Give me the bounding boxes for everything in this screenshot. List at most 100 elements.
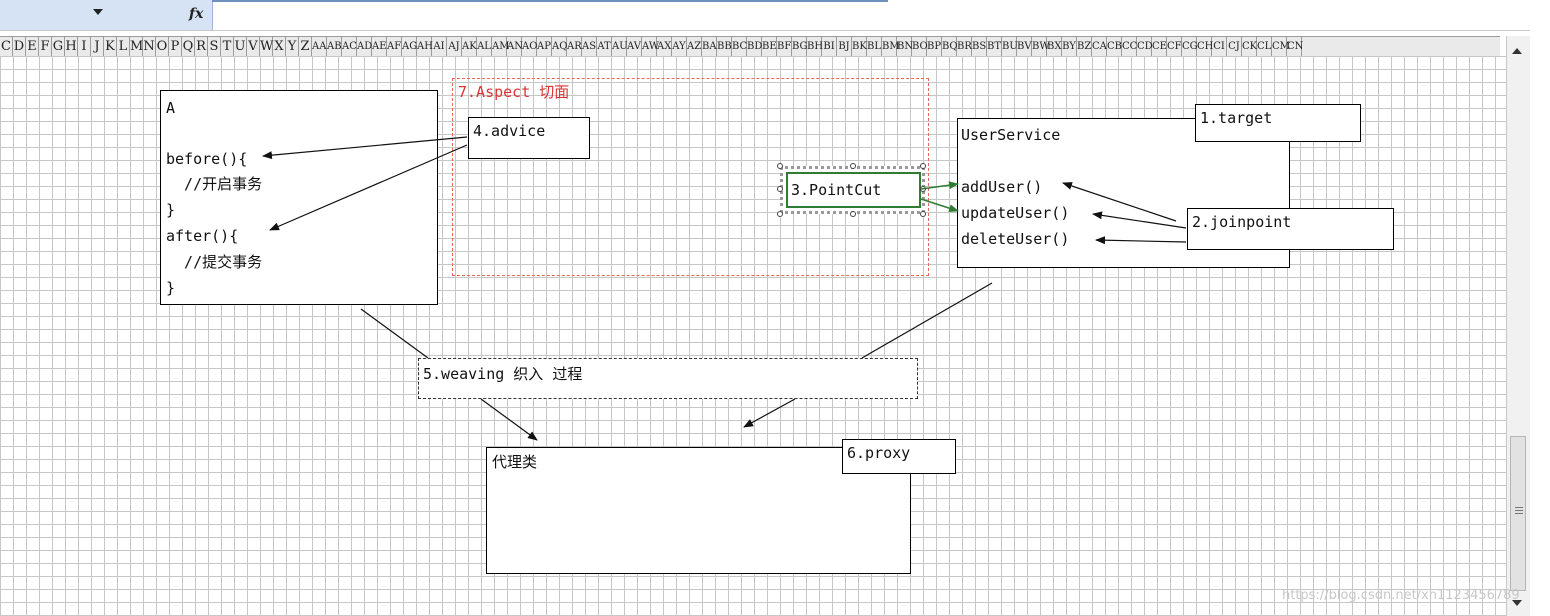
resize-handle[interactable] — [777, 163, 783, 169]
column-header[interactable]: CJ — [1227, 37, 1242, 56]
column-header[interactable]: AM — [492, 37, 509, 56]
column-header[interactable]: BF — [777, 37, 792, 56]
resize-handle[interactable] — [850, 211, 856, 217]
column-header[interactable]: AB — [327, 37, 342, 56]
column-header[interactable]: H — [65, 37, 78, 56]
column-header[interactable]: CM — [1272, 37, 1290, 56]
column-header[interactable]: F — [39, 37, 52, 56]
column-header[interactable]: AN — [507, 37, 523, 56]
column-header[interactable]: AQ — [552, 37, 567, 56]
column-header[interactable]: AU — [612, 37, 628, 56]
vertical-scrollbar[interactable] — [1506, 36, 1531, 616]
column-header[interactable]: CI — [1212, 37, 1227, 56]
column-header[interactable]: O — [156, 37, 169, 56]
pointcut-label[interactable]: 3.PointCut — [786, 172, 921, 208]
column-header[interactable]: AL — [477, 37, 492, 56]
column-header[interactable]: BQ — [942, 37, 958, 56]
column-header[interactable]: BR — [957, 37, 972, 56]
column-header[interactable]: AC — [342, 37, 357, 56]
advice-label[interactable]: 4.advice — [468, 117, 590, 159]
column-header[interactable]: AP — [537, 37, 552, 56]
chevron-down-icon[interactable] — [93, 9, 103, 15]
column-header[interactable]: AA — [312, 37, 327, 56]
column-header[interactable]: AO — [522, 37, 537, 56]
column-header[interactable]: Y — [286, 37, 299, 56]
column-header[interactable]: BU — [1002, 37, 1018, 56]
column-header[interactable]: AZ — [687, 37, 702, 56]
column-header[interactable]: AS — [582, 37, 597, 56]
resize-handle[interactable] — [850, 163, 856, 169]
column-header[interactable]: CL — [1257, 37, 1272, 56]
column-header[interactable]: BV — [1017, 37, 1032, 56]
column-header[interactable]: CN — [1287, 37, 1303, 56]
column-header[interactable]: CG — [1182, 37, 1198, 56]
column-header[interactable]: BB — [717, 37, 732, 56]
column-header[interactable]: CK — [1242, 37, 1257, 56]
column-header[interactable]: D — [13, 37, 26, 56]
resize-handle[interactable] — [920, 211, 926, 217]
fx-icon[interactable]: fx — [189, 6, 204, 22]
column-header[interactable]: L — [117, 37, 130, 56]
column-header[interactable]: AE — [372, 37, 387, 56]
column-header[interactable]: BG — [792, 37, 808, 56]
resize-handle[interactable] — [777, 211, 783, 217]
formula-input[interactable] — [212, 0, 888, 2]
column-header[interactable]: BT — [987, 37, 1002, 56]
column-header[interactable]: CC — [1122, 37, 1137, 56]
scroll-down-icon[interactable] — [1512, 600, 1522, 606]
column-header[interactable]: BD — [747, 37, 762, 56]
class-a-box[interactable]: A before(){ //开启事务 } after(){ //提交事务 } — [160, 90, 438, 305]
column-header[interactable]: CA — [1092, 37, 1107, 56]
column-header[interactable]: G — [52, 37, 65, 56]
column-header[interactable]: N — [143, 37, 156, 56]
target-label[interactable]: 1.target — [1195, 104, 1361, 142]
column-header[interactable]: U — [234, 37, 247, 56]
column-header[interactable]: Q — [182, 37, 195, 56]
joinpoint-label[interactable]: 2.joinpoint — [1187, 208, 1394, 250]
column-header[interactable]: V — [247, 37, 260, 56]
column-header[interactable]: BL — [867, 37, 882, 56]
column-header[interactable]: K — [104, 37, 117, 56]
proxy-label[interactable]: 6.proxy — [842, 439, 956, 474]
resize-handle[interactable] — [920, 163, 926, 169]
scroll-thumb[interactable] — [1510, 436, 1526, 591]
column-header[interactable]: E — [26, 37, 39, 56]
proxy-class-box[interactable]: 代理类 — [486, 447, 911, 574]
column-header[interactable]: J — [91, 37, 104, 56]
column-header[interactable]: CD — [1137, 37, 1153, 56]
column-header[interactable]: BE — [762, 37, 777, 56]
column-header[interactable]: P — [169, 37, 182, 56]
column-header[interactable]: CB — [1107, 37, 1122, 56]
column-header[interactable]: AJ — [447, 37, 462, 56]
resize-handle[interactable] — [777, 186, 783, 192]
column-header[interactable]: BX — [1047, 37, 1062, 56]
column-header[interactable]: BI — [822, 37, 837, 56]
column-header[interactable]: T — [221, 37, 234, 56]
column-header[interactable]: BS — [972, 37, 987, 56]
name-box[interactable]: fx — [0, 0, 213, 30]
column-header[interactable]: I — [78, 37, 91, 56]
column-header[interactable]: AR — [567, 37, 582, 56]
column-header[interactable]: BA — [702, 37, 717, 56]
column-header[interactable]: AH — [417, 37, 433, 56]
column-header[interactable]: AG — [402, 37, 417, 56]
column-header[interactable]: BH — [807, 37, 823, 56]
resize-handle[interactable] — [920, 186, 926, 192]
column-header[interactable]: BM — [882, 37, 900, 56]
column-header[interactable]: AT — [597, 37, 612, 56]
column-header[interactable]: BY — [1062, 37, 1077, 56]
column-header[interactable]: BK — [852, 37, 867, 56]
column-header[interactable]: X — [273, 37, 286, 56]
column-header[interactable]: BO — [912, 37, 928, 56]
column-header[interactable]: CH — [1197, 37, 1213, 56]
column-header[interactable]: AY — [672, 37, 687, 56]
column-header[interactable]: AK — [462, 37, 477, 56]
column-header[interactable]: AV — [627, 37, 642, 56]
column-header[interactable]: BZ — [1077, 37, 1092, 56]
column-header[interactable]: Z — [299, 37, 312, 56]
column-header[interactable]: AX — [657, 37, 672, 56]
column-header[interactable]: R — [195, 37, 208, 56]
column-header[interactable]: BN — [897, 37, 913, 56]
column-header[interactable]: BW — [1032, 37, 1050, 56]
column-header[interactable]: AI — [432, 37, 447, 56]
